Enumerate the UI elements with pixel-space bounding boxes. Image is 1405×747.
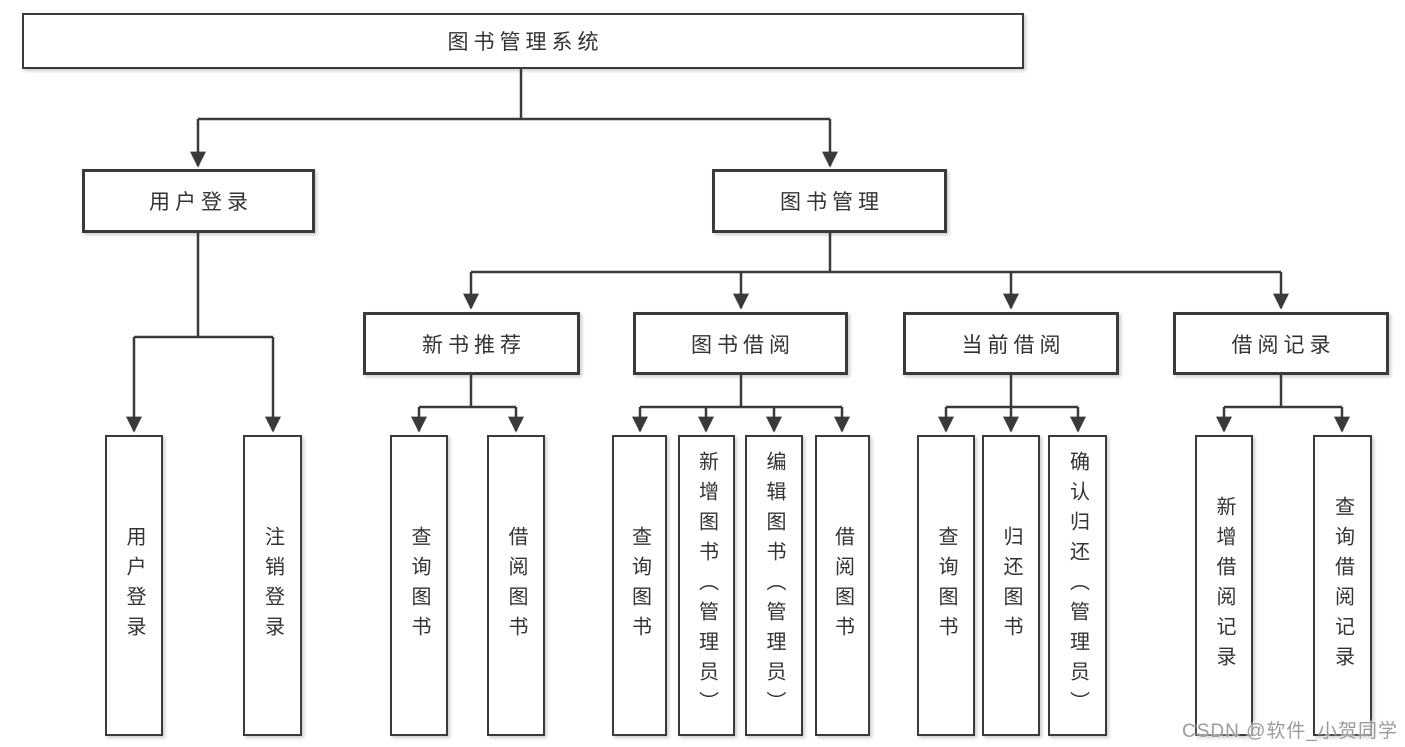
leaf-label: 编辑图书（管理员） bbox=[763, 450, 785, 721]
node-current-borrowing: 当前借阅 bbox=[903, 312, 1119, 375]
leaf-label: 借阅图书 bbox=[831, 525, 854, 646]
leaf-label: 归还图书 bbox=[1000, 525, 1022, 646]
leaf-return-book: 归还图书 bbox=[982, 435, 1040, 736]
leaf-label: 确认归还（管理员） bbox=[1066, 450, 1089, 721]
node-book-borrowing: 图书借阅 bbox=[633, 312, 848, 375]
leaf-confirm-return-admin: 确认归还（管理员） bbox=[1048, 435, 1107, 736]
leaf-label: 借阅图书 bbox=[505, 525, 527, 646]
node-label: 新书推荐 bbox=[422, 333, 526, 357]
node-label: 当前借阅 bbox=[961, 333, 1066, 357]
leaf-query-books-borrowing: 查询图书 bbox=[612, 435, 667, 736]
node-label: 用户登录 bbox=[149, 191, 253, 214]
node-label: 图书借阅 bbox=[691, 333, 795, 357]
leaf-label: 查询图书 bbox=[408, 525, 430, 646]
leaf-add-book-admin: 新增图书（管理员） bbox=[678, 435, 735, 736]
leaf-borrow-books-recommend: 借阅图书 bbox=[487, 435, 545, 736]
node-label: 图书管理系统 bbox=[447, 31, 604, 54]
leaf-label: 查询图书 bbox=[935, 525, 957, 646]
node-book-management: 图书管理 bbox=[712, 169, 947, 233]
leaf-label: 用户登录 bbox=[123, 525, 145, 646]
leaf-edit-book-admin: 编辑图书（管理员） bbox=[745, 435, 803, 736]
leaf-logout: 注销登录 bbox=[243, 435, 302, 736]
leaf-label: 新增图书（管理员） bbox=[695, 450, 718, 721]
node-label: 图书管理 bbox=[780, 191, 884, 214]
connector-arrows bbox=[125, 119, 1351, 433]
leaf-user-login: 用户登录 bbox=[105, 435, 163, 736]
node-library-management-system: 图书管理系统 bbox=[22, 13, 1024, 69]
node-user-login: 用户登录 bbox=[82, 169, 315, 233]
node-new-book-recommend: 新书推荐 bbox=[363, 312, 580, 375]
leaf-query-books-recommend: 查询图书 bbox=[390, 435, 448, 736]
leaf-label: 注销登录 bbox=[261, 525, 284, 646]
leaf-borrow-books-borrowing: 借阅图书 bbox=[815, 435, 870, 736]
node-label: 借阅记录 bbox=[1231, 333, 1336, 357]
leaf-query-borrow-record: 查询借阅记录 bbox=[1313, 435, 1372, 736]
csdn-watermark: CSDN @软件_小贺同学 bbox=[1182, 721, 1398, 742]
leaf-label: 新增借阅记录 bbox=[1213, 495, 1235, 676]
leaf-label: 查询图书 bbox=[628, 525, 651, 646]
node-borrowing-records: 借阅记录 bbox=[1173, 312, 1389, 375]
leaf-add-borrow-record: 新增借阅记录 bbox=[1195, 435, 1253, 736]
leaf-query-books-current: 查询图书 bbox=[917, 435, 975, 736]
leaf-label: 查询借阅记录 bbox=[1331, 495, 1354, 676]
